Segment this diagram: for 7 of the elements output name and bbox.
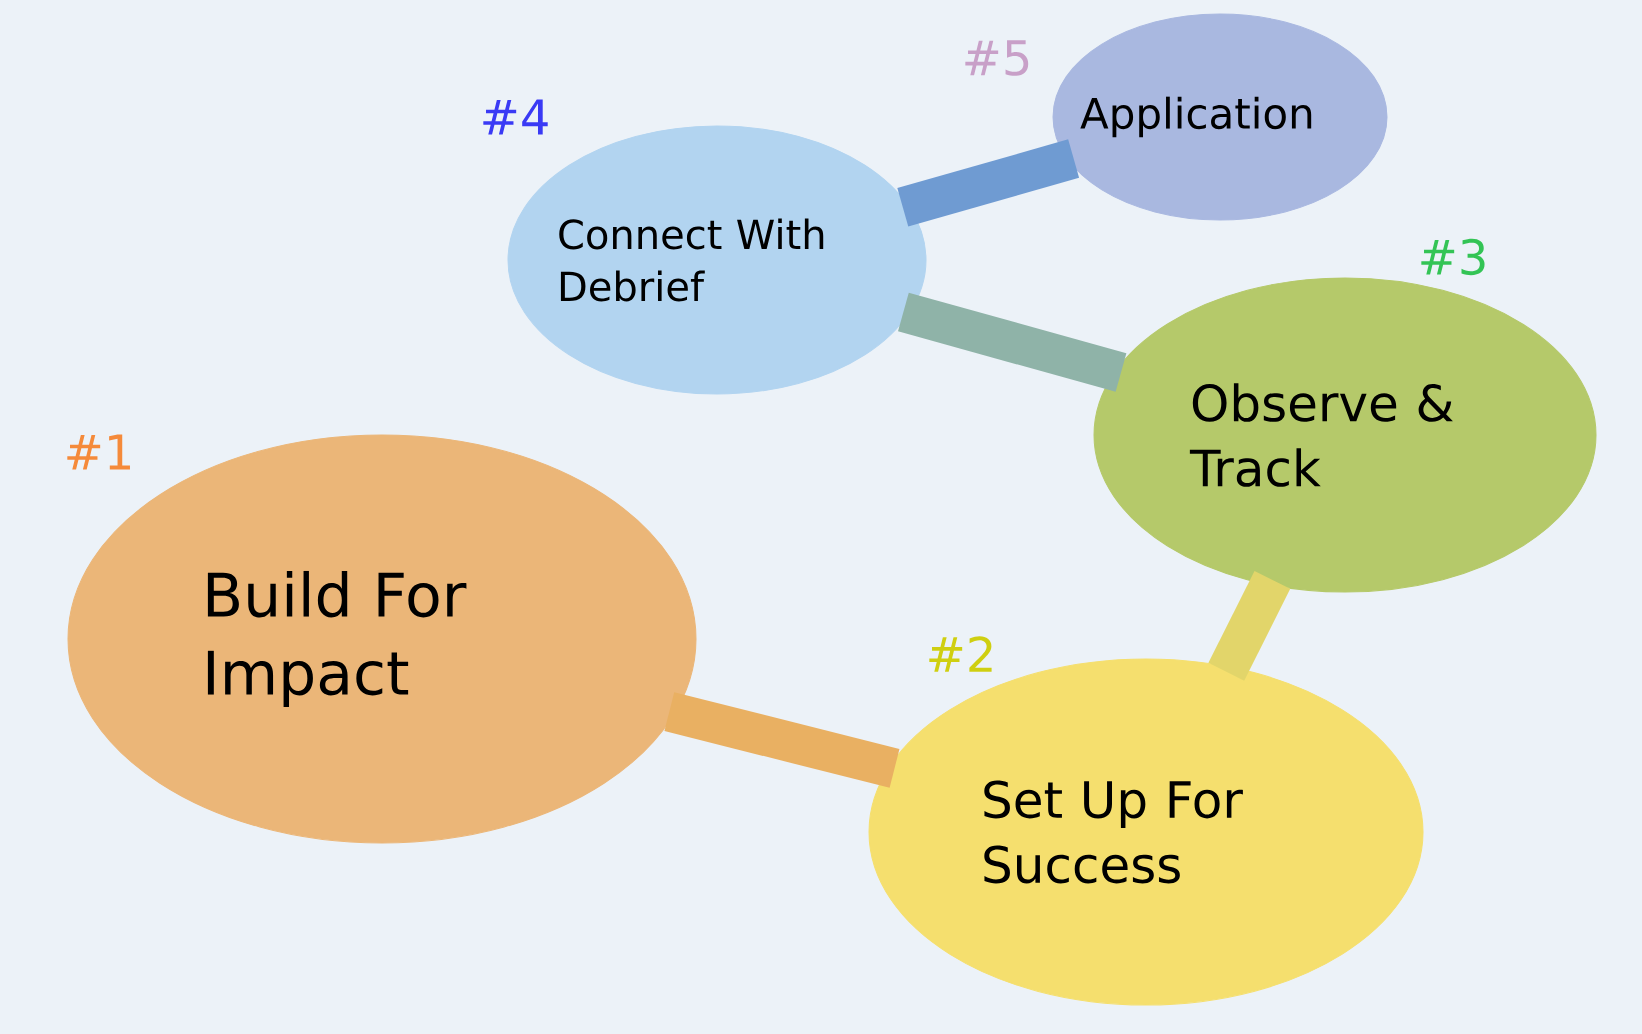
step-number: #3 bbox=[1421, 238, 1485, 276]
connector-band bbox=[664, 692, 900, 788]
step-number: #1 bbox=[67, 434, 130, 470]
connector-band bbox=[898, 292, 1127, 392]
connector-band bbox=[1208, 570, 1291, 681]
step-number: #5 bbox=[965, 40, 1029, 76]
connector-band bbox=[897, 139, 1080, 227]
